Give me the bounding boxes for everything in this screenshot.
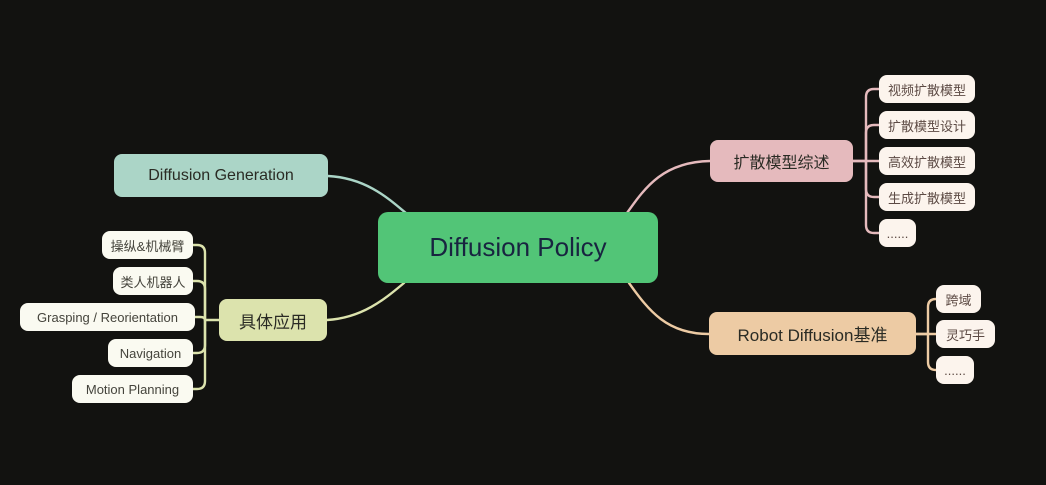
node-benchmark-ellipsis[interactable]: ......: [936, 356, 974, 384]
node-efficient-diffusion-models[interactable]: 高效扩散模型: [879, 147, 975, 175]
edge-root-benchmark: [627, 281, 711, 336]
node-video-diffusion-models[interactable]: 视频扩散模型: [879, 75, 975, 103]
edge-benchmark-child-2: [926, 332, 938, 372]
edge-survey-child-4: [864, 159, 881, 235]
node-diffusion-model-design[interactable]: 扩散模型设计: [879, 111, 975, 139]
edge-survey-child-1: [864, 123, 881, 163]
node-motion-planning[interactable]: Motion Planning: [72, 375, 193, 403]
node-generative-diffusion-models[interactable]: 生成扩散模型: [879, 183, 975, 211]
edge-applications-child-1: [191, 279, 207, 322]
edge-root-generation: [326, 174, 409, 216]
edge-applications-child-3: [191, 318, 207, 355]
node-grasping-reorientation[interactable]: Grasping / Reorientation: [20, 303, 195, 331]
edge-root-applications: [325, 281, 406, 322]
edge-applications-child-0: [191, 243, 207, 322]
node-manipulation-robotic-arm[interactable]: 操纵&机械臂: [102, 231, 193, 259]
node-robot-diffusion-benchmark[interactable]: Robot Diffusion基准: [709, 312, 916, 355]
node-diffusion-policy[interactable]: Diffusion Policy: [378, 212, 658, 283]
node-dexterous-hand[interactable]: 灵巧手: [936, 320, 995, 348]
node-survey-ellipsis[interactable]: ......: [879, 219, 916, 247]
edge-applications-child-2: [193, 315, 207, 322]
node-diffusion-model-survey[interactable]: 扩散模型综述: [710, 140, 853, 182]
node-diffusion-generation[interactable]: Diffusion Generation: [114, 154, 328, 197]
edge-benchmark-child-0: [926, 297, 938, 336]
node-concrete-applications[interactable]: 具体应用: [219, 299, 327, 341]
edge-survey-child-0: [864, 87, 881, 163]
edge-applications-child-4: [191, 318, 207, 391]
edge-root-survey: [625, 159, 712, 215]
node-navigation[interactable]: Navigation: [108, 339, 193, 367]
node-cross-domain[interactable]: 跨域: [936, 285, 981, 313]
node-humanoid-robot[interactable]: 类人机器人: [113, 267, 193, 295]
edge-survey-child-3: [864, 159, 881, 199]
